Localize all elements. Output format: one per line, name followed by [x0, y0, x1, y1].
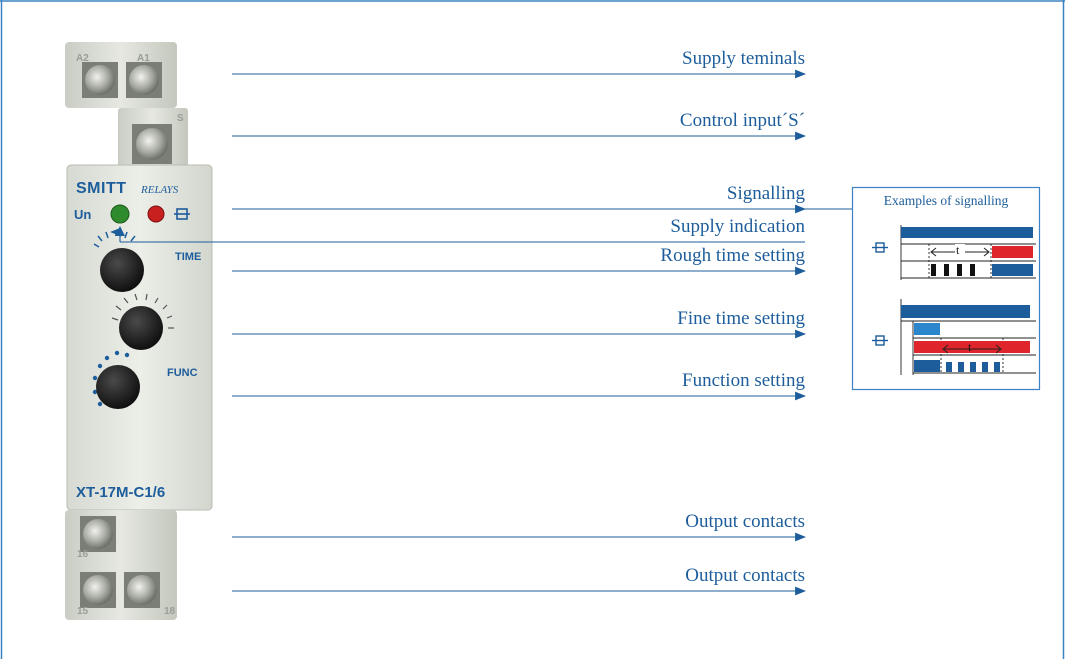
relay-on-bar-1: [992, 246, 1033, 258]
signalling-panel-title: Examples of signalling: [883, 193, 1009, 208]
led-on-bar-2a: [914, 360, 940, 372]
led-on-bar-1: [992, 264, 1033, 276]
brand-subtitle: RELAYS: [141, 184, 179, 196]
function-scale-dots: [92, 350, 130, 407]
terminal-s-screw: [136, 128, 168, 160]
terminal-a2-screw: [85, 65, 115, 95]
t-label-2: t: [968, 340, 972, 354]
callout-output-contacts-2: Output contacts: [685, 565, 805, 586]
brand-logo: SMITT: [76, 180, 127, 197]
signalling-example-2: [872, 299, 1036, 375]
callout-signalling: Signalling: [726, 183, 805, 204]
supply-bar-2: [901, 305, 1030, 318]
callout-function-setting: Function setting: [682, 370, 805, 391]
terminal-s-label: S: [177, 113, 184, 124]
function-knob: [96, 365, 140, 409]
control-input-bar-2: [914, 323, 940, 335]
terminal-15-label: 15: [77, 606, 89, 617]
callout-control-input: Control input´S´: [679, 110, 805, 131]
terminal-16-label: 16: [77, 549, 89, 560]
flash-pulses-1: [931, 264, 975, 276]
relay-symbol-icon: [872, 242, 888, 253]
callout-supply-terminals: Supply teminals: [682, 48, 805, 69]
terminal-a1-label: A1: [137, 53, 150, 64]
callout-output-contacts-1: Output contacts: [685, 511, 805, 532]
callout-fine-time-setting: Fine time setting: [677, 308, 805, 329]
terminal-a1-screw: [129, 65, 159, 95]
supply-led: [110, 204, 130, 224]
terminal-15-screw: [83, 575, 113, 605]
supply-indication-arrowhead: [115, 226, 125, 236]
flash-pulses-2: [946, 362, 1000, 372]
signalling-panel-border: [851, 186, 1041, 391]
model-label: XT-17M-C1/6: [76, 484, 166, 501]
callout-rough-time-setting: Rough time setting: [660, 245, 805, 266]
terminal-18-label: 18: [164, 606, 176, 617]
signalling-example-1: [872, 225, 1036, 280]
supply-bar-1: [901, 227, 1033, 238]
fine-time-knob: [119, 306, 163, 350]
led-un-label: Un: [74, 207, 92, 222]
relay-on-bar-2: [914, 341, 1030, 353]
signal-led: [147, 205, 165, 223]
callout-supply-indication: Supply indication: [670, 216, 805, 237]
t-label-1: t: [956, 243, 960, 257]
fine-time-scale-ticks: [111, 293, 174, 329]
func-label: FUNC: [167, 367, 198, 379]
relay-symbol-icon: [872, 335, 888, 346]
terminal-18-screw: [127, 575, 157, 605]
time-label: TIME: [175, 251, 202, 263]
terminal-16-screw: [83, 519, 113, 549]
terminal-a2-label: A2: [76, 53, 89, 64]
relay-symbol-icon: [174, 208, 190, 220]
rough-time-knob: [100, 248, 144, 292]
